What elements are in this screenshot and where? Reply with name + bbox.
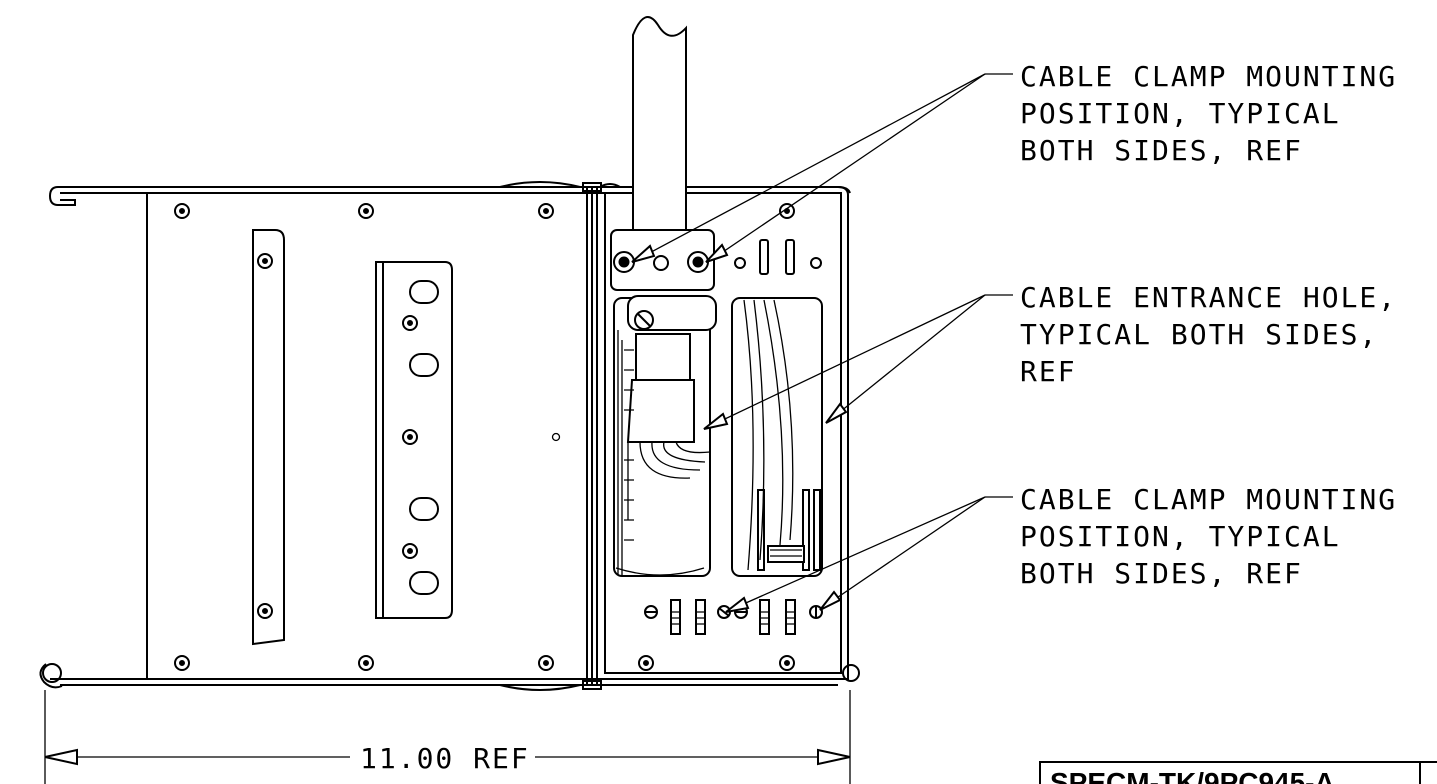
- screw: [174, 203, 190, 219]
- callout-line: BOTH SIDES, REF: [1020, 134, 1303, 167]
- vertical-bracket: [252, 229, 285, 646]
- callout-line: POSITION, TYPICAL: [1020, 520, 1341, 553]
- callout-top-clamp: CABLE CLAMP MOUNTING POSITION, TYPICAL B…: [1020, 60, 1397, 167]
- callout-entrance-hole: CABLE ENTRANCE HOLE, TYPICAL BOTH SIDES,…: [1020, 281, 1397, 388]
- callout-bottom-clamp: CABLE CLAMP MOUNTING POSITION, TYPICAL B…: [1020, 483, 1397, 590]
- callout-line: CABLE CLAMP MOUNTING: [1020, 60, 1397, 93]
- callout-line: CABLE ENTRANCE HOLE,: [1020, 281, 1397, 314]
- slotted-plate: [375, 261, 453, 619]
- hook-bottom-left: [39, 663, 110, 689]
- screw: [402, 429, 418, 445]
- leader-lines: [631, 73, 1013, 613]
- screw: [358, 203, 374, 219]
- screw: [174, 655, 190, 671]
- screw: [779, 655, 795, 671]
- callout-line: BOTH SIDES, REF: [1020, 557, 1303, 590]
- hinge: [582, 182, 602, 690]
- screw: [638, 655, 654, 671]
- right-panel: [597, 16, 860, 686]
- dimension-width: 11.00 REF: [44, 690, 851, 784]
- screw: [257, 603, 273, 619]
- callout-line: REF: [1020, 355, 1077, 388]
- drawing-number: SPECM-TK/9PC945-A: [1050, 767, 1335, 784]
- callout-line: TYPICAL BOTH SIDES,: [1020, 318, 1378, 351]
- screw: [257, 253, 273, 269]
- hook-top-left: [48, 186, 76, 206]
- clamp-screw: [809, 605, 823, 619]
- title-block: SPECM-TK/9PC945-A: [1039, 761, 1437, 784]
- left-panel: [39, 181, 600, 691]
- screw: [538, 203, 554, 219]
- screw: [358, 655, 374, 671]
- right-window: [731, 297, 823, 577]
- dimension-label: 11.00 REF: [360, 742, 530, 775]
- callout-line: POSITION, TYPICAL: [1020, 97, 1341, 130]
- screw: [538, 655, 554, 671]
- screw: [402, 315, 418, 331]
- screw: [402, 543, 418, 559]
- cable: [632, 16, 687, 231]
- callout-line: CABLE CLAMP MOUNTING: [1020, 483, 1397, 516]
